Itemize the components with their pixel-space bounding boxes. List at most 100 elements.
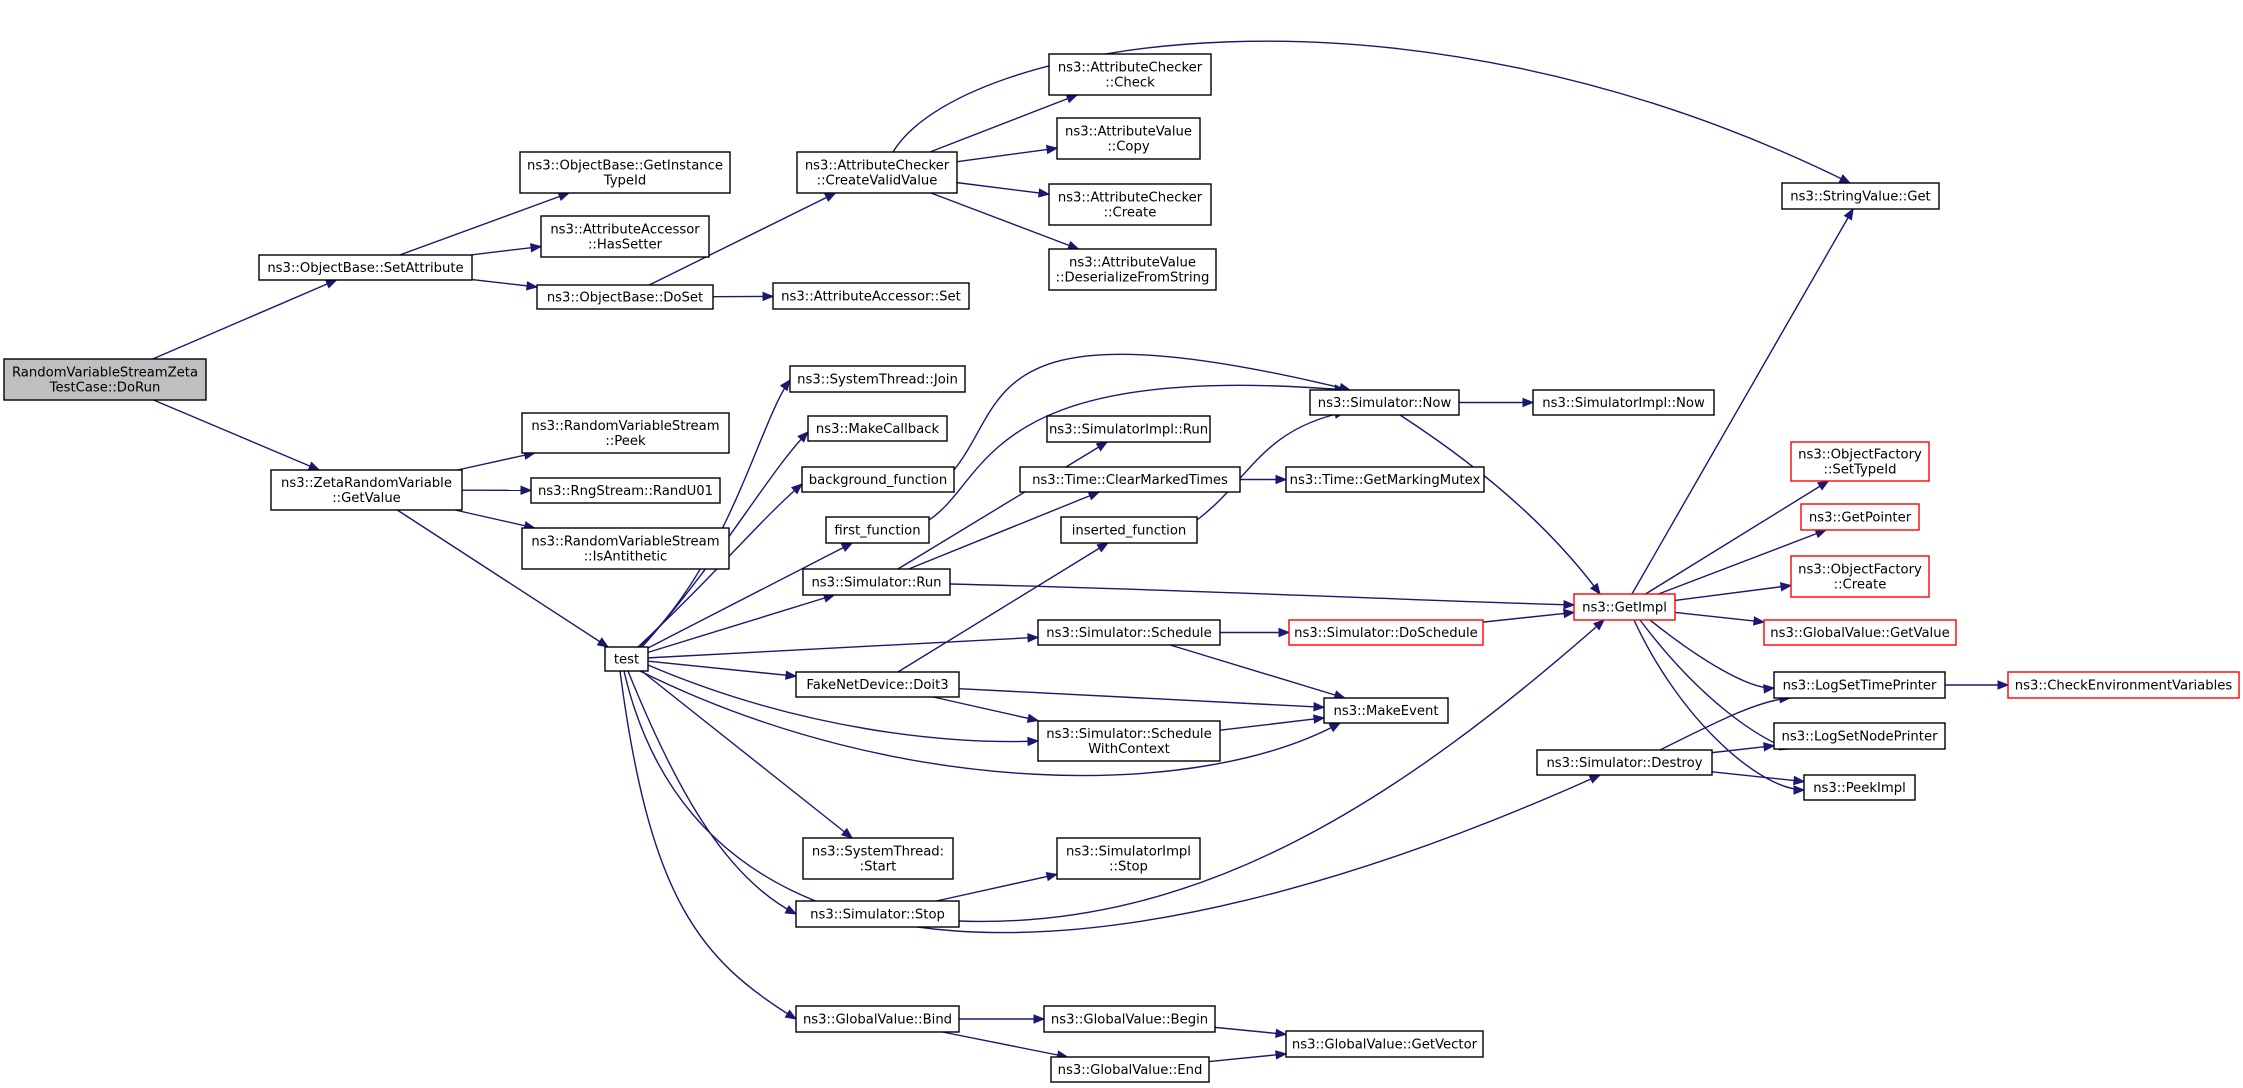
node-isanti[interactable]: ns3::RandomVariableStream::IsAntithetic <box>521 527 730 570</box>
node-label-getimpl-0: ns3::GetImpl <box>1582 601 1667 616</box>
node-box-bgfunc <box>801 466 955 493</box>
node-doit3[interactable]: FakeNetDevice::Doit3 <box>795 671 960 698</box>
node-peek[interactable]: ns3::RandomVariableStream::Peek <box>521 412 730 454</box>
node-gvgetvec[interactable]: ns3::GlobalValue::GetVector <box>1285 1030 1484 1058</box>
edge-test-to-simsched <box>647 633 1040 659</box>
node-box-accset <box>772 282 970 310</box>
node-sysstart[interactable]: ns3::SystemThread::Start <box>802 837 954 880</box>
node-label-isanti-0: ns3::RandomVariableStream <box>531 535 719 550</box>
node-simnow[interactable]: ns3::Simulator::Now <box>1309 389 1460 416</box>
node-gvbegin[interactable]: ns3::GlobalValue::Begin <box>1043 1005 1216 1033</box>
node-gvbind[interactable]: ns3::GlobalValue::Bind <box>795 1005 960 1033</box>
edge-test-to-gvbind <box>619 670 798 1020</box>
node-box-insfunc <box>1060 516 1198 544</box>
node-simstop[interactable]: ns3::Simulator::Stop <box>795 900 960 928</box>
node-box-zetaget <box>270 469 463 511</box>
edge-simnow-to-implnow <box>1459 397 1535 408</box>
node-box-check <box>1048 53 1212 96</box>
node-label-checkenv-0: ns3::CheckEnvironmentVariables <box>2015 679 2233 694</box>
node-simdestroy[interactable]: ns3::Simulator::Destroy <box>1536 749 1713 776</box>
node-box-gvbind <box>795 1005 960 1033</box>
node-simrun[interactable]: ns3::Simulator::Run <box>802 568 951 596</box>
node-getpointer[interactable]: ns3::GetPointer <box>1800 503 1920 531</box>
node-label-ofsettype-1: ::SetTypeId <box>1823 463 1896 478</box>
node-label-copy-1: ::Copy <box>1107 140 1150 155</box>
node-randu01[interactable]: ns3::RngStream::RandU01 <box>530 477 721 504</box>
edge-setattr-to-hassetter <box>471 243 543 256</box>
edge-createvalid-to-copy <box>956 144 1059 163</box>
node-test[interactable]: test <box>604 646 649 672</box>
node-ofsettype[interactable]: ns3::ObjectFactory::SetTypeId <box>1790 441 1930 482</box>
node-check[interactable]: ns3::AttributeChecker::Check <box>1048 53 1212 96</box>
node-hassetter[interactable]: ns3::AttributeAccessor::HasSetter <box>540 215 710 258</box>
node-simsched[interactable]: ns3::Simulator::Schedule <box>1037 619 1221 646</box>
node-doschedule[interactable]: ns3::Simulator::DoSchedule <box>1288 619 1484 646</box>
node-peekimpl[interactable]: ns3::PeekImpl <box>1803 774 1916 801</box>
node-lognode[interactable]: ns3::LogSetNodePrinter <box>1773 722 1946 750</box>
node-label-gvbegin-0: ns3::GlobalValue::Begin <box>1051 1013 1208 1028</box>
edge-gvbegin-to-gvgetvec <box>1214 1026 1288 1039</box>
edge-test-to-schedctx <box>647 664 1040 747</box>
node-box-getmutex <box>1285 466 1485 493</box>
node-label-simstop-0: ns3::Simulator::Stop <box>810 908 945 923</box>
node-label-makecb-0: ns3::MakeCallback <box>816 422 940 437</box>
node-label-getinst-0: ns3::ObjectBase::GetInstance <box>527 159 723 174</box>
node-setattr[interactable]: ns3::ObjectBase::SetAttribute <box>258 254 473 281</box>
node-getimpl[interactable]: ns3::GetImpl <box>1573 593 1676 621</box>
edge-doit3-to-makeevent <box>958 687 1326 712</box>
node-makeevent[interactable]: ns3::MakeEvent <box>1323 697 1449 724</box>
node-accset[interactable]: ns3::AttributeAccessor::Set <box>772 282 970 310</box>
node-box-simimplstop <box>1056 837 1201 880</box>
edge-createvalid-to-check <box>929 94 1079 153</box>
node-simimplstop[interactable]: ns3::SimulatorImpl::Stop <box>1056 837 1201 880</box>
node-clearmarked[interactable]: ns3::Time::ClearMarkedTimes <box>1019 466 1241 493</box>
node-makecb[interactable]: ns3::MakeCallback <box>807 415 948 442</box>
edge-test-to-doit3 <box>647 660 798 680</box>
node-label-clearmarked-0: ns3::Time::ClearMarkedTimes <box>1032 473 1228 488</box>
edge-test-to-makecb <box>641 431 809 648</box>
node-box-getinst <box>519 151 731 194</box>
node-zetaget[interactable]: ns3::ZetaRandomVariable::GetValue <box>270 469 463 511</box>
node-checkenv[interactable]: ns3::CheckEnvironmentVariables <box>2007 671 2240 699</box>
node-box-doset <box>536 284 714 310</box>
node-firstfunc[interactable]: first_function <box>825 516 930 544</box>
node-box-gvgetvalue <box>1763 619 1957 646</box>
node-copy[interactable]: ns3::AttributeValue::Copy <box>1056 117 1201 160</box>
node-gvgetvalue[interactable]: ns3::GlobalValue::GetValue <box>1763 619 1957 646</box>
node-getmutex[interactable]: ns3::Time::GetMarkingMutex <box>1285 466 1485 493</box>
node-box-makecb <box>807 415 948 442</box>
node-box-doit3 <box>795 671 960 698</box>
node-logtime[interactable]: ns3::LogSetTimePrinter <box>1773 671 1946 699</box>
node-box-simdestroy <box>1536 749 1713 776</box>
node-deser[interactable]: ns3::AttributeValue::DeserializeFromStri… <box>1048 248 1217 291</box>
node-label-hassetter-1: ::HasSetter <box>588 238 663 253</box>
node-ofcreate[interactable]: ns3::ObjectFactory::Create <box>1790 555 1930 598</box>
node-implnow[interactable]: ns3::SimulatorImpl::Now <box>1532 389 1715 416</box>
node-label-checkcreate-1: ::Create <box>1104 206 1157 221</box>
node-box-firstfunc <box>825 516 930 544</box>
node-strget[interactable]: ns3::StringValue::Get <box>1781 182 1940 210</box>
edges-layer <box>152 40 2010 1063</box>
node-box-randu01 <box>530 477 721 504</box>
edge-createvalid-to-strget <box>892 40 1852 184</box>
node-join[interactable]: ns3::SystemThread::Join <box>789 365 966 393</box>
edge-simstop-to-simimplstop <box>936 871 1059 902</box>
node-checkcreate[interactable]: ns3::AttributeChecker::Create <box>1048 183 1212 226</box>
node-createvalid[interactable]: ns3::AttributeChecker::CreateValidValue <box>796 151 958 194</box>
node-label-peek-0: ns3::RandomVariableStream <box>531 419 719 434</box>
edge-insfunc-to-simnow <box>1196 409 1347 521</box>
node-label-test-0: test <box>614 653 639 668</box>
edge-doschedule-to-getimpl <box>1482 608 1576 623</box>
node-label-firstfunc-0: first_function <box>834 524 920 539</box>
node-gvend[interactable]: ns3::GlobalValue::End <box>1050 1056 1210 1083</box>
node-doset[interactable]: ns3::ObjectBase::DoSet <box>536 284 714 310</box>
node-label-root-1: TestCase::DoRun <box>49 381 161 396</box>
node-insfunc[interactable]: inserted_function <box>1060 516 1198 544</box>
edge-zetaget-to-test <box>396 509 610 648</box>
node-simimplrun[interactable]: ns3::SimulatorImpl::Run <box>1046 415 1211 443</box>
node-bgfunc[interactable]: background_function <box>801 466 955 493</box>
node-box-simstop <box>795 900 960 928</box>
